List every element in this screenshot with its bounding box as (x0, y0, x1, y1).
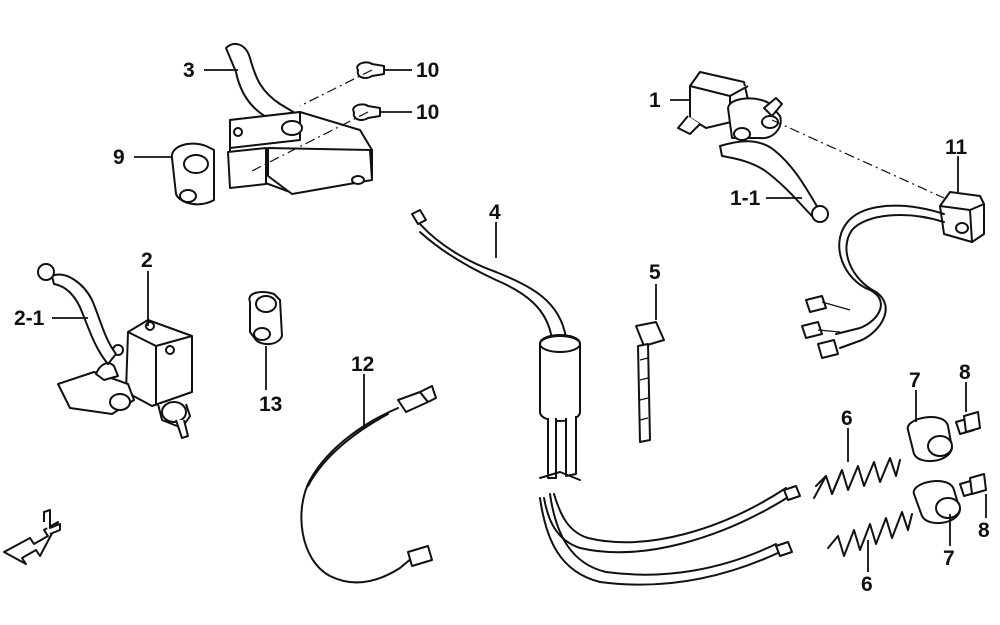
master-cylinder-1 (677, 71, 783, 141)
front-direction-arrow-icon (3, 509, 61, 565)
bolt-8b (959, 473, 987, 497)
wire-harness-12 (300, 385, 437, 584)
sleeve-7b (912, 480, 961, 525)
label-part-1-1: 1-1 (730, 187, 761, 210)
label-part-4: 4 (489, 201, 501, 224)
label-part-3: 3 (183, 59, 195, 82)
label-part-13: 13 (259, 393, 283, 416)
lever-bracket-3 (225, 42, 373, 195)
label-part-9: 9 (113, 146, 125, 169)
label-part-8b: 8 (978, 519, 990, 542)
switch-11 (801, 191, 985, 359)
clutch-lever-2-1 (37, 263, 117, 365)
label-part-7a: 7 (909, 369, 921, 392)
label-part-12: 12 (351, 353, 375, 376)
cable-tie-5 (635, 321, 665, 443)
spring-6a (813, 457, 901, 499)
label-part-6a: 6 (841, 407, 853, 430)
label-part-6b: 6 (861, 573, 873, 596)
sleeve-7a (906, 416, 953, 463)
label-part-2-1: 2-1 (14, 307, 45, 330)
label-part-5: 5 (649, 261, 661, 284)
bolt-8a (955, 411, 981, 435)
clamp-9 (170, 142, 215, 206)
label-part-10b: 10 (416, 101, 440, 124)
label-part-8a: 8 (959, 361, 971, 384)
spring-6b (827, 511, 913, 557)
leader-lines (52, 69, 987, 572)
label-part-2: 2 (141, 249, 153, 272)
clamp-13 (248, 291, 283, 346)
label-part-10a: 10 (416, 59, 440, 82)
master-cylinder-2 (57, 319, 193, 439)
label-part-1: 1 (649, 89, 661, 112)
label-part-11: 11 (945, 136, 968, 159)
label-part-7b: 7 (943, 547, 955, 570)
throttle-cable-4 (411, 209, 801, 586)
